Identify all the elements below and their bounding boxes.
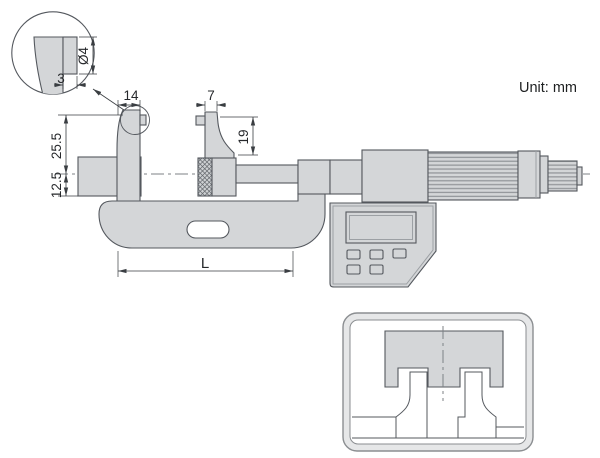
dim-label-anvil-protrusion: 3	[57, 71, 65, 86]
dim-left-jaw-width: 14	[117, 88, 141, 115]
dim-frame-length: L	[117, 251, 294, 277]
dim-label-anvil-diameter: Ø4	[76, 47, 91, 66]
dim-label-left-jaw-width: 14	[123, 88, 139, 103]
inset-right-jaw-profile	[457, 371, 497, 439]
lcd-screen	[345, 211, 417, 244]
button	[392, 248, 407, 259]
dim-anvil-diameter: Ø4	[76, 36, 97, 75]
dim-label-center-to-frame: 12.5	[49, 172, 64, 198]
lcd-screen-inner	[349, 215, 413, 240]
detail-leader-line	[92, 88, 125, 111]
detail-callout: Ø4 3	[11, 11, 150, 135]
detail-jaw-section	[33, 36, 64, 95]
lock-nut-knurl	[197, 157, 213, 197]
dim-vertical-heights: 25.5 12.5	[49, 114, 123, 198]
sleeve	[361, 149, 429, 203]
button	[346, 249, 361, 260]
frame-boss	[297, 159, 331, 195]
right-jaw-hub	[211, 157, 237, 197]
inset-workpiece	[384, 330, 504, 388]
display-housing-inner-line	[332, 205, 434, 285]
dim-right-jaw-width: 7	[196, 88, 226, 111]
spindle	[235, 164, 299, 184]
frame-slot	[186, 220, 230, 239]
dim-label-right-jaw-depth: 19	[236, 129, 251, 144]
thimble	[427, 151, 519, 201]
button	[369, 264, 384, 275]
button	[369, 249, 384, 260]
left-anvil-tip	[139, 114, 147, 126]
right-jaw-arm	[204, 111, 235, 159]
dim-right-jaw-depth: 19	[220, 116, 258, 156]
dim-label-right-jaw-width: 7	[207, 88, 215, 103]
measurement-inset	[342, 312, 534, 452]
function-buttons	[346, 248, 407, 275]
ratchet-neck	[539, 155, 549, 194]
body-block	[329, 159, 363, 195]
button	[346, 264, 361, 275]
dim-anvil-protrusion: 3	[54, 71, 86, 89]
dim-label-jaw-top-to-center: 25.5	[49, 133, 64, 159]
ratchet-stop	[547, 160, 578, 192]
dim-label-frame-length: L	[201, 255, 209, 272]
ratchet-end-cap	[576, 166, 583, 186]
thimble-cap	[517, 150, 541, 199]
detail-anvil	[62, 36, 78, 75]
left-jaw-arm	[116, 109, 141, 202]
right-anvil-tip	[195, 115, 206, 126]
unit-label: Unit: mm	[519, 80, 577, 96]
micrometer-body	[77, 109, 583, 288]
